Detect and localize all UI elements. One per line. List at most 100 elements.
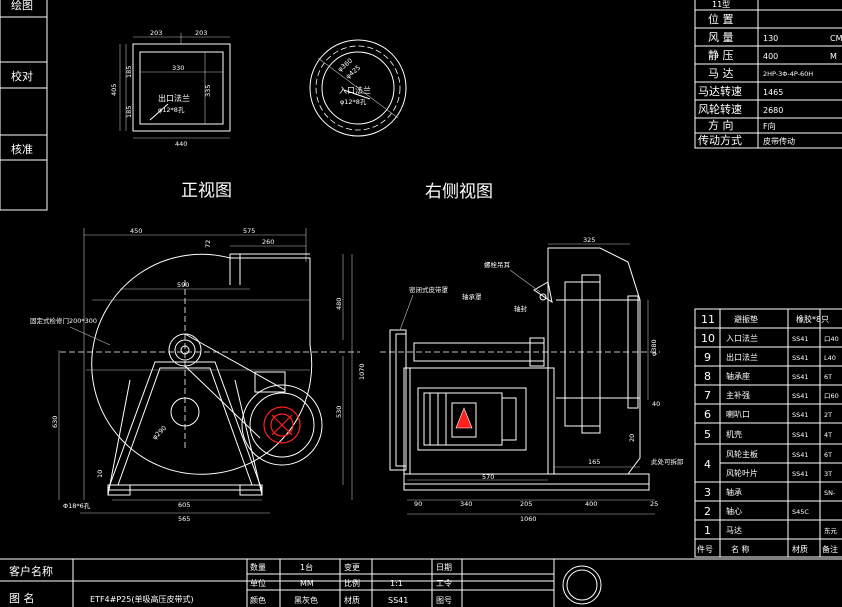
part-no-3: 3 [704,486,711,499]
outlet-flange-label: 出口法兰 [158,93,190,103]
part-no-6: 6 [704,408,711,421]
parts-footer-no: 件号 [697,544,713,554]
part-name-7: 主补强 [726,390,750,400]
color-label: 颜色 [250,595,266,605]
part-name-8: 轴承座 [726,371,750,381]
part-spec-7: 口60 [824,392,839,400]
spec-value-drive: 皮带传动 [763,136,795,146]
spec-header: 11型 [712,0,730,9]
side-dim-40: 40 [652,400,660,408]
left-signature-block: 绘图 校对 核准 [0,0,48,211]
qty-label: 数量 [250,562,266,572]
outlet-dim-203a: 203 [150,29,162,37]
order-label: 工令 [436,578,452,588]
part-spec-8: 6T [824,373,832,381]
part-mat-10: SS41 [792,335,809,343]
side-dim-20: 20 [628,434,636,442]
side-label-removable: 此处可拆卸 [651,457,684,466]
material-label: 材质 [344,595,360,605]
part-name-6: 喇叭口 [726,409,750,419]
front-view-title: 正视图 [181,181,232,201]
inlet-flange-label: 入口法兰 [339,85,371,95]
spec-label-airflow: 风 量 [708,31,734,44]
spec-value-motor-speed: 1465 [763,88,783,97]
side-label-lifting-lug: 螺栓吊耳 [484,260,511,269]
change-label: 变更 [344,562,360,572]
part-name-4a: 风轮主板 [726,449,758,459]
part-spec-9: L40 [824,354,836,362]
spec-value-direction: F向 [763,121,776,131]
spec-label-direction: 方 向 [708,118,734,132]
part-mat-8: SS41 [792,373,809,381]
front-dim-575: 575 [243,227,255,235]
material-value: SS41 [388,596,408,605]
side-dim-25: 25 [650,500,658,508]
front-dim-72: 72 [204,240,212,248]
part-spec-4b: 3T [824,470,832,478]
part-mat-6: SS41 [792,411,809,419]
date-label: 日期 [436,563,452,572]
title-block: 客户名称 图 名 ETF4#P25(单吸高压皮带式) 数量 1台 变更 日期 单… [0,558,842,607]
part-spec-5: 4T [824,431,832,439]
part-name-2: 轴心 [726,506,742,516]
part-no-9: 9 [704,351,711,364]
spec-label-position: 位 置 [708,12,734,26]
front-dim-450: 450 [130,227,142,235]
scale-value: 1:1 [390,579,403,588]
outlet-flange-holes: φ12*8孔 [158,106,185,114]
front-dim-565: 565 [178,515,190,523]
inlet-flange-view: φ360 φ425 入口法兰 φ12*8孔 [309,39,407,137]
part-mat-2: S45C [792,508,809,516]
spec-label-motor-speed: 马达转速 [698,84,742,98]
side-dim-325: 325 [583,236,595,244]
part-mat-7: SS41 [792,392,809,400]
side-label-belt-guard: 密闭式皮带罩 [409,285,449,294]
part-name-4b: 风轮叶片 [726,468,758,478]
part-spec-10: 口40 [824,335,839,343]
front-holes-label: Φ18*6孔 [63,502,91,510]
spec-value-fan-speed: 2680 [763,106,783,115]
side-view-title: 右侧视图 [425,182,493,202]
part-name-11: 避振垫 [734,314,758,324]
outlet-dim-335: 335 [204,85,212,97]
spec-label-motor: 马 达 [708,67,734,80]
front-dim-10: 10 [96,470,104,478]
part-name-3: 轴承 [726,487,742,497]
side-dim-570: 570 [482,473,494,481]
unit-value: MM [300,579,314,588]
part-no-7: 7 [704,389,711,402]
scale-label: 比例 [344,578,360,588]
part-no-11: 11 [701,313,715,326]
inlet-flange-holes: φ12*8孔 [340,98,367,106]
front-dim-260: 260 [262,238,274,246]
outlet-dim-185a: 185 [125,66,133,78]
part-no-2: 2 [704,505,711,518]
side-dim-165: 165 [588,458,600,466]
label-checked: 校对 [11,69,33,83]
side-dim-380: φ380 [650,339,658,356]
parts-footer-material: 材质 [792,544,808,554]
part-mat-4b: SS41 [792,470,809,478]
label-drawn: 绘图 [11,0,33,12]
spec-unit-pressure: M [830,52,837,61]
front-dim-290: φ290 [151,424,168,441]
spec-label-drive: 传动方式 [698,133,742,147]
front-dim-630: 630 [51,416,59,428]
front-dim-590: 590 [177,281,189,289]
qty-value: 1台 [300,562,313,572]
front-dim-1070: 1070 [358,363,366,380]
side-label-bearing-cover: 轴承罩 [462,292,482,301]
part-no-4: 4 [704,458,711,471]
spec-label-fan-speed: 风轮转速 [698,102,742,116]
drawing-name-label: 图 名 [9,591,35,605]
part-name-10: 入口法兰 [726,333,758,343]
part-name-9: 出口法兰 [726,352,758,362]
side-dim-340: 340 [460,500,472,508]
part-no-1: 1 [704,524,711,537]
parts-table: 11 避振垫 橡胶*8只 10 入口法兰 SS41 口40 9 出口法兰 SS4… [694,308,842,558]
side-view: 325 φ380 40 20 165 570 90 340 205 400 25… [380,236,684,523]
spec-label-pressure: 静 压 [708,48,734,62]
spec-unit-airflow: CM [830,34,842,43]
side-dim-1060: 1060 [520,515,537,523]
part-mat-5: SS41 [792,431,809,439]
